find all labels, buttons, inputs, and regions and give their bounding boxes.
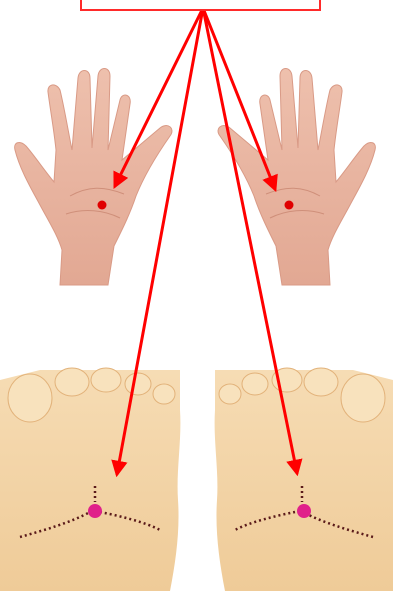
right-sole-acupoint	[297, 504, 311, 518]
right-palm	[218, 69, 375, 286]
left-palm-acupoint	[98, 201, 107, 210]
right-sole	[215, 368, 393, 591]
right-palm-acupoint	[285, 201, 294, 210]
left-palm	[15, 69, 172, 286]
top-label-box	[80, 0, 321, 11]
left-sole-acupoint	[88, 504, 102, 518]
left-sole	[0, 368, 180, 591]
